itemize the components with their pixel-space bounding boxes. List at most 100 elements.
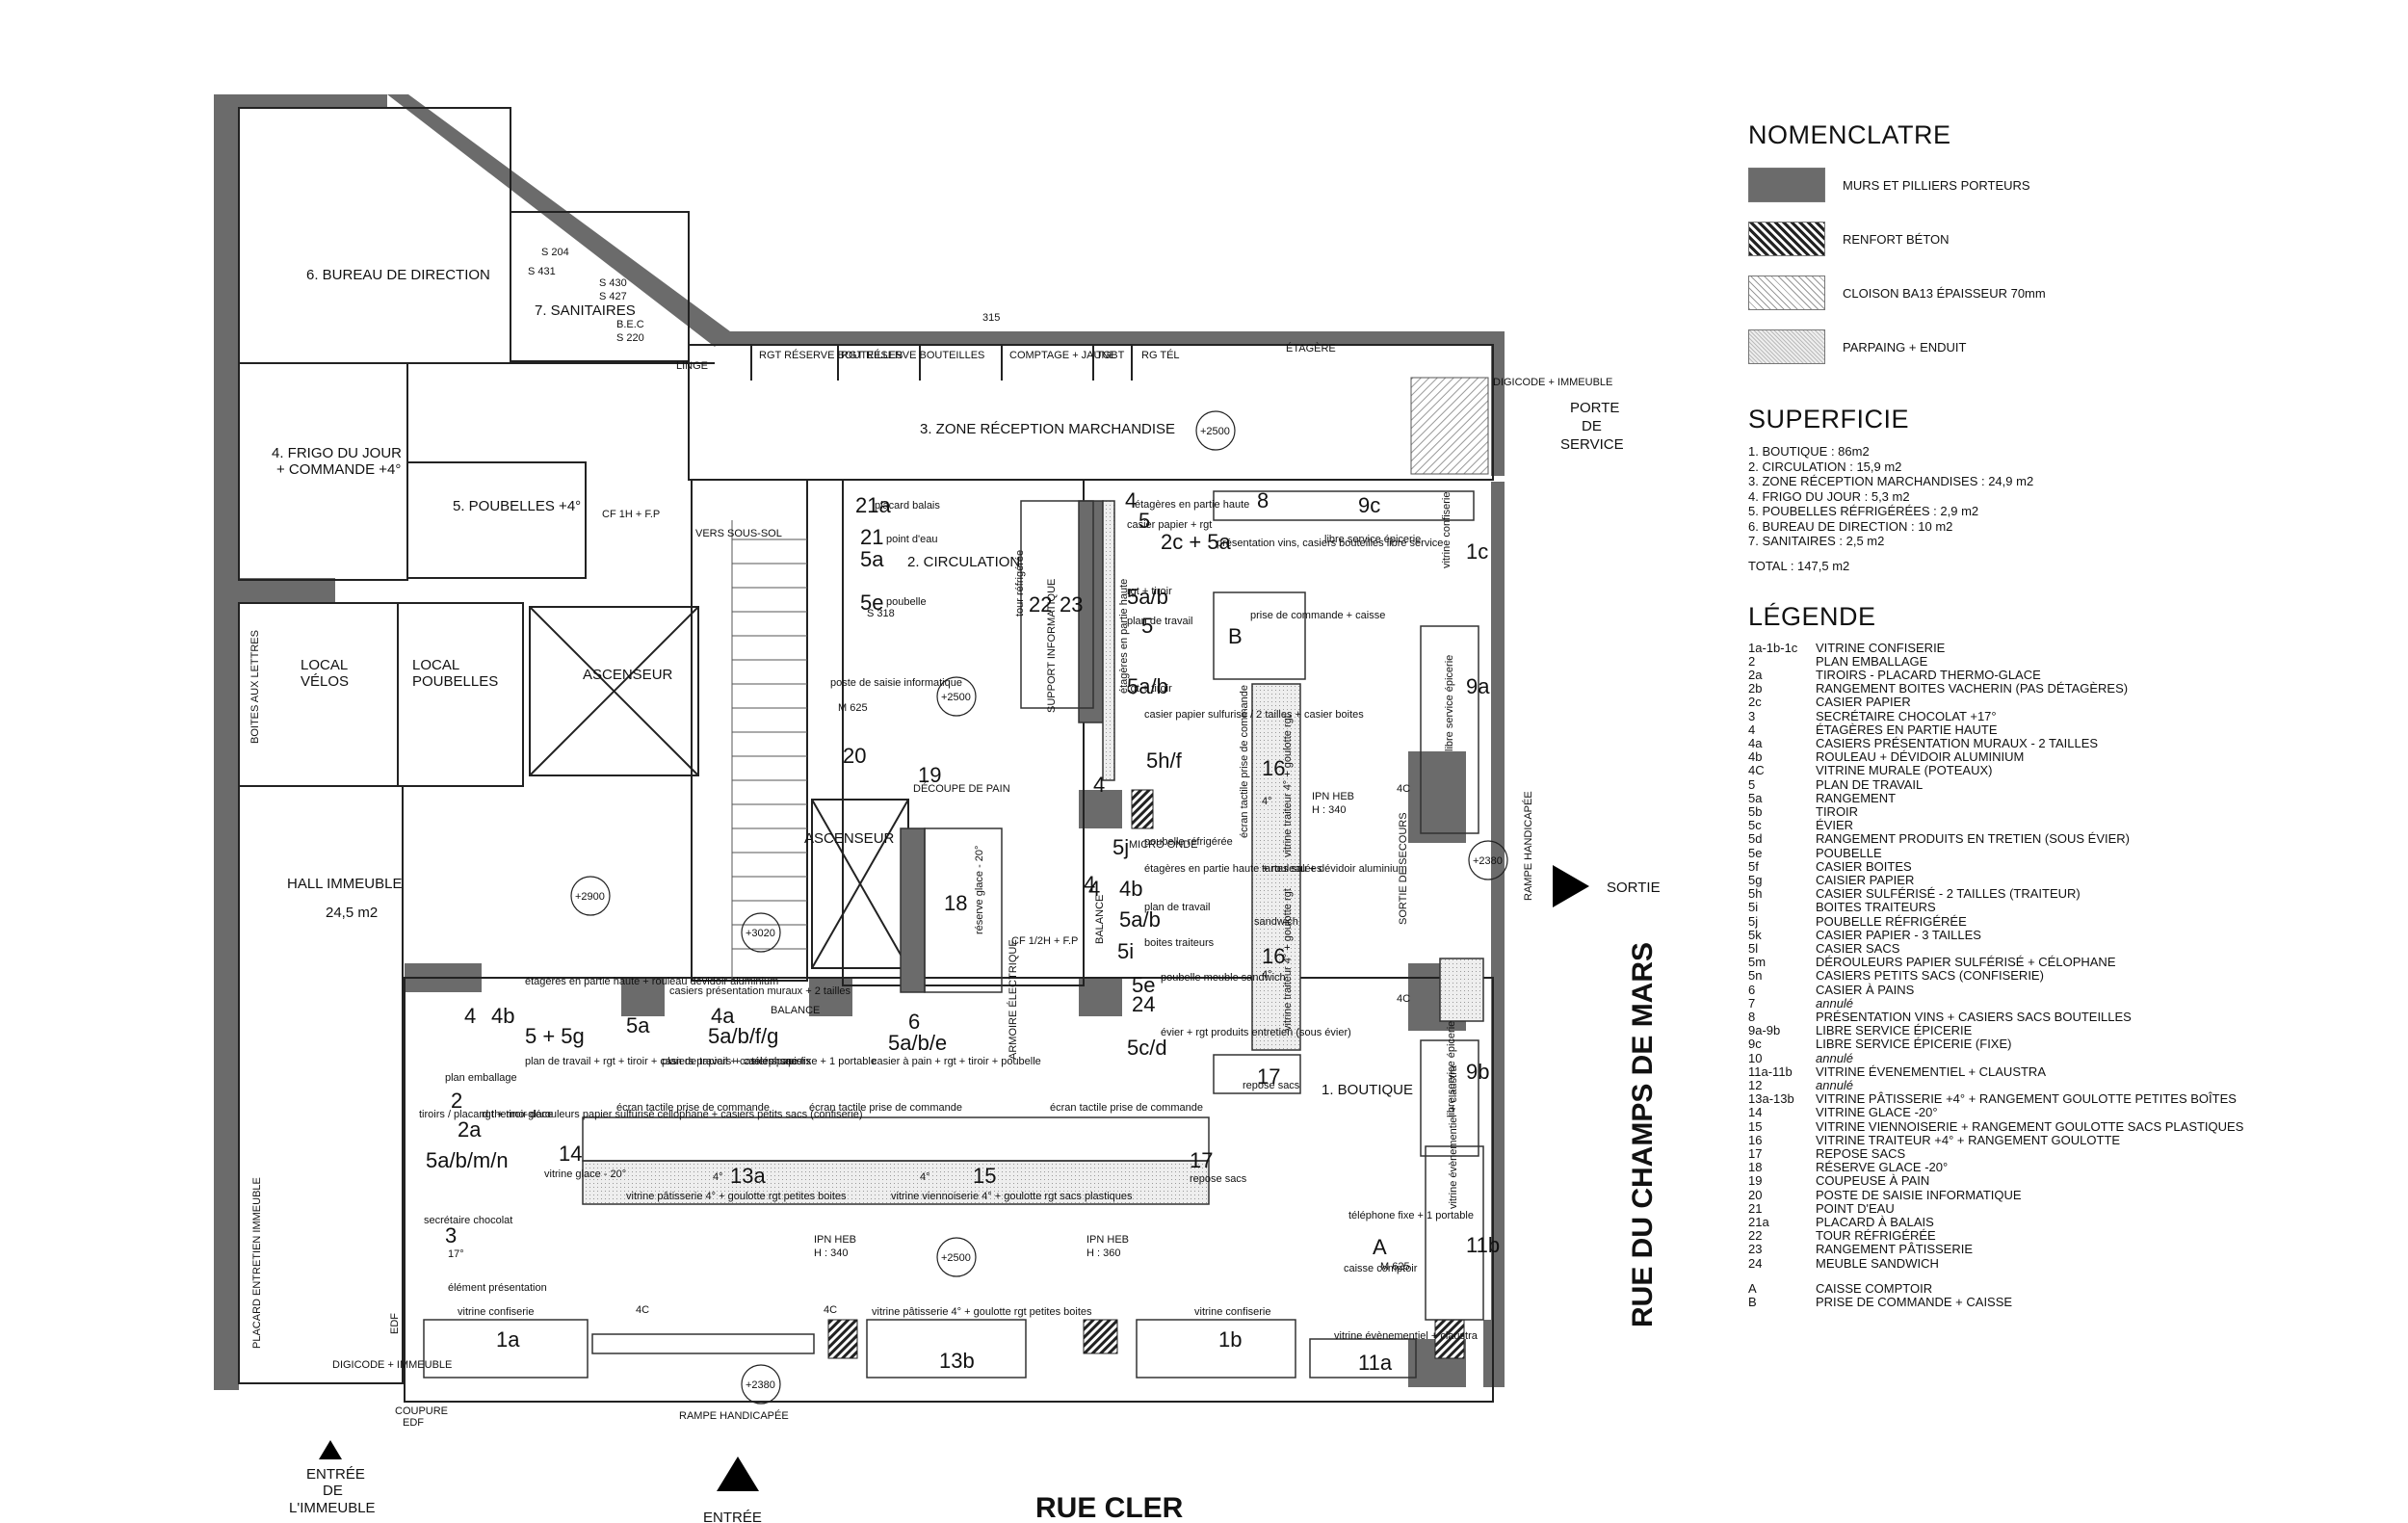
room-ascenseur-1: ASCENSEUR [583, 667, 673, 683]
legende-code: 4a [1748, 735, 1763, 750]
label-s430: S 430 [599, 277, 627, 289]
code-4c-4: 4C [824, 1304, 837, 1316]
legende-text: annulé [1816, 995, 1854, 1011]
legende-code: 5k [1748, 927, 1762, 942]
label-tel: téléphone fixe + 1 portable [751, 1056, 877, 1067]
label-ipn3h: H : 360 [1086, 1247, 1120, 1259]
code-5ab-1: 5a/b [1127, 585, 1168, 609]
level-reception: +2500 [1200, 426, 1230, 437]
legende-code: 5c [1748, 818, 1762, 833]
code-4-mid: 4 [1088, 877, 1100, 901]
label-secretaire: secrétaire chocolat [424, 1215, 512, 1226]
label-casier-papier: casier papier + rgt [1127, 519, 1212, 531]
legende-text: RANGEMENT BOITES VACHERIN (PAS DÉTAGÈRES… [1816, 681, 2129, 696]
superficie-item: 5. POUBELLES RÉFRIGÉRÉES : 2,9 m2 [1748, 504, 1979, 518]
legende-text: PLAN DE TRAVAIL [1816, 776, 1924, 792]
legende-code: 9c [1748, 1037, 1762, 1052]
label-rgt-2: RGT RÉSERVE BOUTEILLES [841, 349, 984, 361]
code-1c: 1c [1466, 539, 1488, 564]
small-labels: 315 LINGE RGT RÉSERVE BOUTEILLES RGT RÉS… [249, 247, 1612, 1429]
code-21: 21 [860, 525, 883, 549]
room-reception: 3. ZONE RÉCEPTION MARCHANDISE [920, 421, 1175, 437]
legende-text: ROULEAU + DÉVIDOIR ALUMINIUM [1816, 749, 2025, 765]
legende-code: 4b [1748, 749, 1763, 765]
room-circulation: 2. CIRCULATION [907, 554, 1020, 570]
legende-text: COUPEUSE À PAIN [1816, 1173, 1930, 1189]
label-cf12h: CF 1/2H + F.P [1011, 935, 1078, 947]
superficie-title: SUPERFICIE [1748, 405, 1910, 433]
legende-text: POUBELLE RÉFRIGÉRÉE [1816, 913, 1967, 929]
legende-text: POINT D'EAU [1816, 1200, 1895, 1216]
label-plan-travail: plan de travail [1127, 616, 1193, 627]
legende-code: 5g [1748, 872, 1763, 887]
legende-code: 10 [1748, 1050, 1763, 1065]
label-boites: BOITES AUX LETTRES [249, 630, 261, 744]
code-4-pillar: 4 [1093, 773, 1105, 797]
sortie-arrow-icon [1553, 865, 1589, 907]
street-champs-de-mars: RUE DU CHAMPS DE MARS [1627, 942, 1659, 1327]
label-m625a: M 625 [838, 702, 868, 714]
legende-text: CASIER PAPIER [1816, 695, 1911, 710]
legende-text: CAISSE COMPTOIR [1816, 1280, 1933, 1296]
nom-label-parpaing: PARPAING + ENDUIT [1843, 339, 1967, 354]
code-5a: 5a [860, 547, 884, 571]
code-4-bot: 4 [464, 1004, 476, 1028]
legende-text: LIBRE SERVICE ÉPICERIE (FIXE) [1816, 1037, 2012, 1052]
legende-text: annulé [1816, 1078, 1854, 1092]
label-ipn1h: H : 340 [1312, 804, 1346, 816]
room-locpoub-2: POUBELLES [412, 673, 498, 690]
code-4c-2: 4C [1397, 993, 1410, 1005]
entree-arrow-icon [717, 1457, 759, 1491]
code-4a: 4a [711, 1004, 735, 1028]
code-2c5a: 2c + 5a [1161, 530, 1232, 554]
legende-text: VITRINE MURALE (POTEAUX) [1816, 763, 1993, 778]
de-label: DE [1582, 418, 1602, 434]
level-sortie: +2380 [1473, 855, 1503, 867]
code-11b: 11b [1466, 1233, 1500, 1257]
code-4c-3: 4C [636, 1304, 649, 1316]
code-17-1: 17 [1257, 1064, 1280, 1089]
legende-code: 8 [1748, 1009, 1756, 1024]
label-comptage: COMPTAGE + JAUNE [1009, 350, 1116, 361]
label-vit-vien: vitrine viennoiserie 4° + goulotte rgt s… [891, 1191, 1133, 1202]
label-element: élément présentation [448, 1282, 547, 1294]
legende-text: REPOSE SACS [1816, 1146, 1906, 1162]
label-poubelle: poubelle [886, 596, 927, 608]
code-55g: 5 + 5g [525, 1024, 585, 1048]
code-6: 6 [908, 1010, 920, 1034]
code-B: B [1228, 624, 1243, 648]
label-s427: S 427 [599, 291, 627, 302]
code-5i: 5i [1117, 939, 1134, 963]
code-23: 23 [1060, 592, 1083, 617]
label-coupure-edf: EDF [403, 1417, 424, 1429]
superficie-item: 4. FRIGO DU JOUR : 5,3 m2 [1748, 488, 1910, 504]
code-5-top: 5 [1139, 509, 1150, 533]
label-casier-pain: casier à pain + rgt + tiroir + poubelle [872, 1056, 1041, 1067]
label-s220: S 220 [616, 332, 644, 344]
label-libre-3: libre service épicerie [1446, 1021, 1457, 1117]
nom-row-renfort: RENFORT BÉTON [1748, 220, 2374, 258]
legende-code: 3 [1748, 708, 1756, 723]
legende-text: CASIER À PAINS [1816, 982, 1915, 997]
label-vit-pat: vitrine pâtisserie 4° + goulotte rgt pet… [626, 1191, 847, 1202]
label-armoire: ARMOIRE ÉLECTRIQUE [1007, 939, 1019, 1060]
label-poste: poste de saisie informatique [830, 677, 962, 689]
